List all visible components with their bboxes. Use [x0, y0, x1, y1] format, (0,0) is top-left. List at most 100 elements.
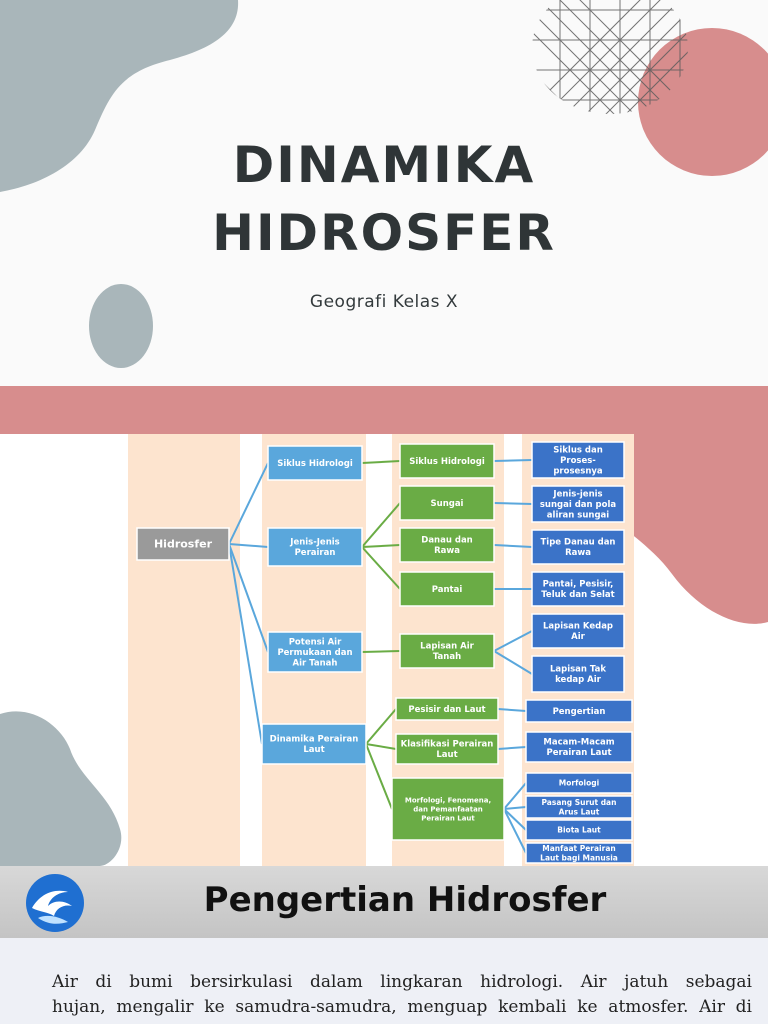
node-l3-3: Pantai, Pesisir,Teluk dan Selat [531, 571, 625, 607]
node-l2-4-box [399, 633, 495, 669]
edge-l2-l3-2 [493, 544, 533, 548]
title-line-1: DINAMIKA [232, 136, 536, 194]
node-l2-7-label: dan Pemanfaatan [413, 805, 483, 813]
edge-l2-l3-6 [497, 708, 527, 712]
node-l3-11-box [525, 842, 633, 864]
node-l2-5-box [395, 697, 499, 721]
pink-blob-right [600, 434, 768, 624]
concept-map: Hidrosfer Siklus HidrologiJenis-JenisPera… [0, 434, 768, 866]
edge-l1-l2-2 [361, 544, 401, 548]
gray-oval [89, 284, 153, 368]
node-l2-0-box [399, 443, 495, 479]
edge-l2-l3-0 [493, 459, 533, 462]
node-l1-1-label: Jenis-Jenis [289, 538, 339, 548]
node-l3-5-label: kedap Air [555, 675, 602, 685]
node-l1-0-box [267, 445, 363, 481]
node-l3-1-label: Jenis-jenis [552, 489, 602, 499]
node-l3-3-label: Pantai, Pesisir, [543, 580, 614, 590]
paragraph-line-1: Air di bumi bersirkulasi dalam lingkaran… [52, 972, 752, 992]
node-root-hidrosfer: Hidrosfer [136, 527, 230, 561]
node-l3-8-box [525, 772, 633, 794]
gray-blob-top-left [0, 0, 239, 192]
node-l3-0-label: Proses- [560, 456, 596, 466]
node-l2-5: Pesisir dan Laut [395, 697, 499, 721]
pink-circle [638, 28, 768, 176]
node-l3-8-label: Morfologi [559, 779, 599, 788]
edge-root-l1-1 [228, 543, 269, 548]
edge-l1-l2-6 [365, 743, 397, 750]
node-l1-2-box [267, 631, 363, 673]
gray-blob-bottom-left [0, 711, 122, 866]
edge-l2-l3-10 [503, 808, 527, 831]
edge-l2-l3-4 [493, 630, 533, 652]
slide-heading: Pengertian Hidrosfer [203, 880, 607, 920]
node-l2-2-label: Rawa [434, 546, 460, 556]
node-l1-2-label: Air Tanah [293, 658, 338, 668]
node-l3-4-label: Air [571, 632, 585, 642]
node-l3-7-label: Perairan Laut [546, 748, 611, 758]
paragraph-line-2: hujan, mengalir ke samudra-samudra, meng… [52, 997, 752, 1017]
node-l3-1-label: aliran sungai [547, 510, 609, 520]
edge-l1-l2-1 [361, 502, 401, 548]
node-l3-11-label: Manfaat Perairan [542, 844, 615, 853]
node-l1-3-label: Laut [303, 745, 324, 755]
pengertian-slide: Pengertian Hidrosfer Air di bumi bersirk… [0, 866, 768, 1024]
node-l3-5-box [531, 655, 625, 693]
title-line-2: HIDROSFER [212, 204, 556, 262]
node-l2-6-label: Klasifikasi Perairan [401, 740, 494, 750]
node-l3-0-label: prosesnya [553, 466, 603, 476]
node-l1-0: Siklus Hidrologi [267, 445, 363, 481]
node-l2-7-label: Morfologi, Fenomena, [405, 796, 491, 804]
pink-divider-band [0, 386, 768, 434]
node-l3-5-label: Lapisan Tak [550, 665, 606, 675]
edge-l2-l3-5 [493, 650, 533, 675]
title-slide: DINAMIKA HIDROSFER Geografi Kelas X [0, 0, 768, 386]
node-l1-3-box [261, 723, 367, 765]
node-l3-2-box [531, 529, 625, 565]
node-l3-3-box [531, 571, 625, 607]
node-l3-3-label: Teluk dan Selat [541, 590, 614, 600]
connector-lines [228, 459, 533, 854]
edge-l2-l3-7 [497, 746, 527, 750]
node-l3-4-label: Lapisan Kedap [543, 622, 613, 632]
node-l2-3: Pantai [399, 571, 495, 607]
node-l2-1-label: Sungai [431, 499, 464, 509]
node-l2-5-label: Pesisir dan Laut [408, 705, 485, 715]
edge-l2-l3-11 [503, 808, 527, 854]
node-l3-1-label: sungai dan pola [540, 500, 617, 510]
map-nodes: Hidrosfer Siklus HidrologiJenis-JenisPera… [136, 441, 633, 864]
node-l2-1-box [399, 485, 495, 521]
node-l3-4-box [531, 613, 625, 649]
node-l3-6-label: Pengertian [553, 707, 606, 717]
node-l3-7-box [525, 731, 633, 763]
node-l3-6: Pengertian [525, 699, 633, 723]
node-root-hidrosfer-box [136, 527, 230, 561]
node-l3-10: Biota Laut [525, 819, 633, 841]
node-l3-0-box [531, 441, 625, 479]
node-l1-2-label: Potensi Air [289, 637, 342, 647]
node-root-hidrosfer-label: Hidrosfer [154, 538, 213, 551]
subtitle: Geografi Kelas X [309, 292, 459, 312]
node-l3-10-label: Biota Laut [557, 826, 601, 835]
node-l2-7-box [391, 777, 505, 841]
edge-l1-l2-4 [361, 650, 401, 653]
node-l3-9-box [525, 795, 633, 819]
node-l3-9-label: Arus Laut [559, 807, 600, 816]
edge-l1-l2-5 [365, 708, 397, 745]
title-decorations [0, 0, 768, 368]
node-l1-2-label: Permukaan dan [277, 648, 352, 658]
node-l2-7: Morfologi, Fenomena,dan PemanfaatanPerai… [391, 777, 505, 841]
node-l2-2-box [399, 527, 495, 563]
node-l1-0-label: Siklus Hidrologi [277, 459, 353, 469]
node-l2-4-label: Lapisan Air [420, 642, 474, 652]
node-l3-2-label: Rawa [565, 548, 591, 558]
node-l3-8: Morfologi [525, 772, 633, 794]
node-l3-9-label: Pasang Surut dan [542, 798, 617, 807]
